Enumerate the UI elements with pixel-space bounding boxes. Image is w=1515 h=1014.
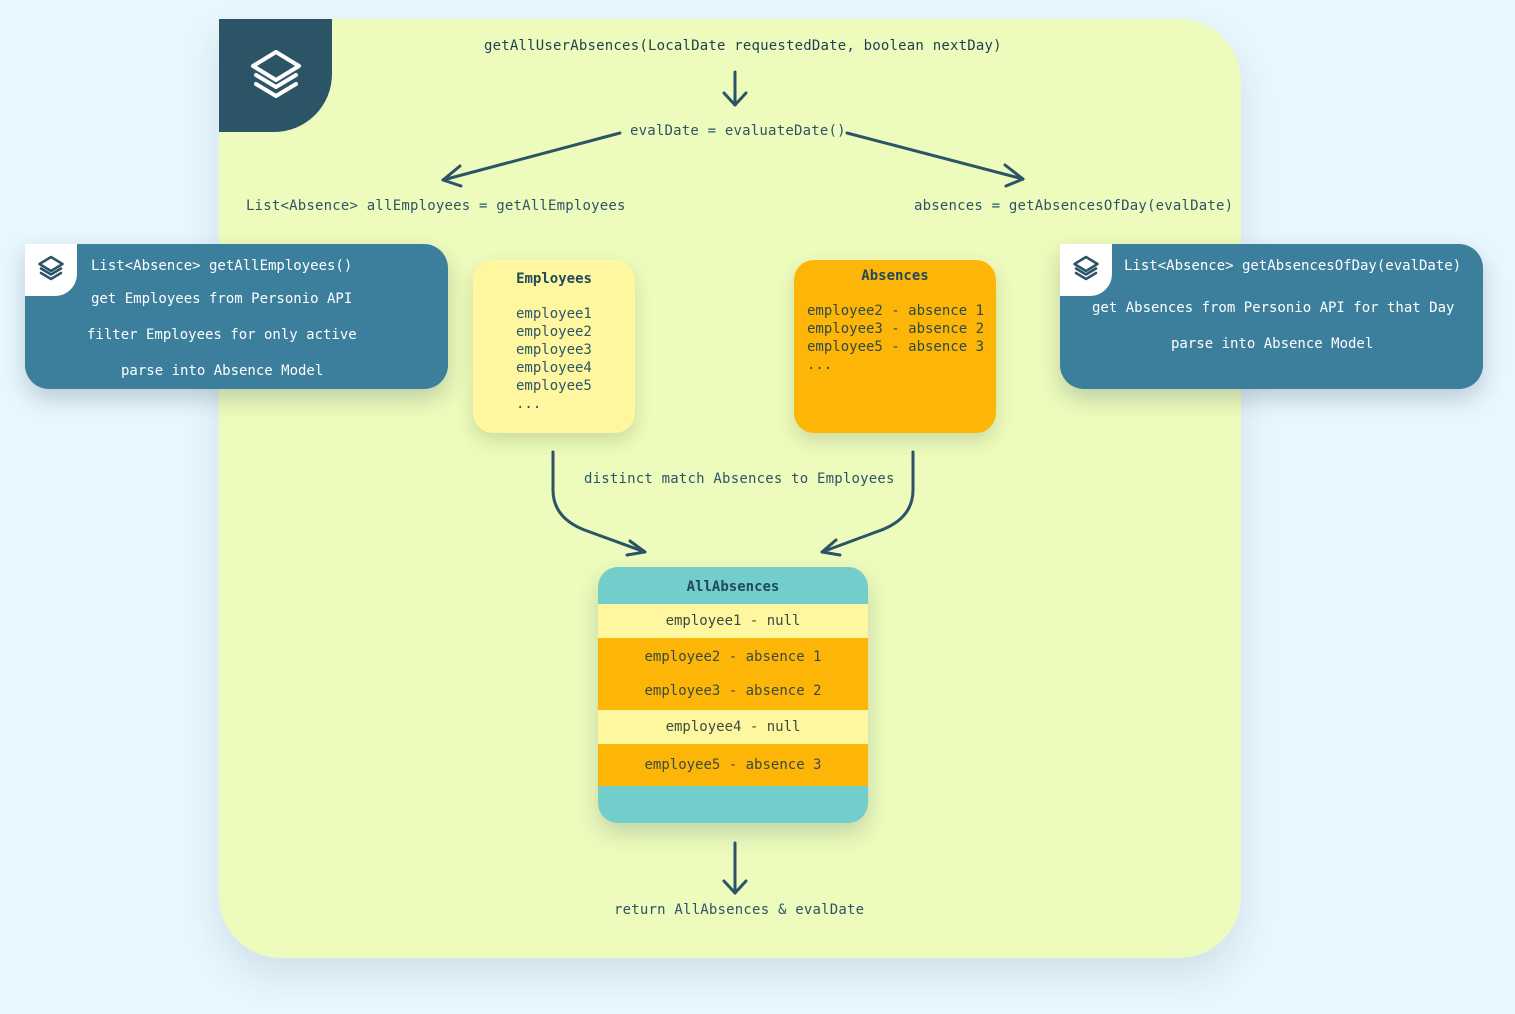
- employee-item: employee1: [516, 306, 592, 322]
- card-line: parse into Absence Model: [1171, 336, 1374, 352]
- absences-title: Absences: [861, 268, 929, 284]
- card-icon-box: [1060, 244, 1112, 296]
- card-icon-box: [25, 244, 77, 296]
- card-line: filter Employees for only active: [87, 327, 357, 343]
- right-assign-label: absences = getAbsencesOfDay(evalDate): [914, 198, 1234, 214]
- absence-item: employee3 - absence 2: [807, 321, 985, 337]
- employee-item: employee2: [516, 324, 592, 340]
- absences-box: Absences employee2 - absence 1 employee3…: [794, 260, 996, 433]
- employee-item: employee4: [516, 360, 592, 376]
- result-row-employee2: employee2 - absence 1: [598, 638, 868, 674]
- entry-method-label: getAllUserAbsences(LocalDate requestedDa…: [484, 38, 1002, 54]
- match-label: distinct match Absences to Employees: [584, 471, 895, 487]
- all-absences-title: AllAbsences: [686, 579, 780, 595]
- result-row-employee5: employee5 - absence 3: [598, 744, 868, 786]
- absence-item: ...: [807, 357, 833, 373]
- absence-item: employee5 - absence 3: [807, 339, 985, 355]
- result-row-employee1: employee1 - null: [598, 604, 868, 638]
- card-line: get Absences from Personio API for that …: [1092, 300, 1455, 316]
- logo-tab: [219, 19, 332, 132]
- layers-icon: [1071, 253, 1101, 287]
- employees-title: Employees: [516, 271, 592, 287]
- eval-date-label: evalDate = evaluateDate(): [630, 123, 846, 139]
- card-line: parse into Absence Model: [121, 363, 324, 379]
- layers-icon: [36, 253, 66, 287]
- layers-icon: [246, 44, 306, 108]
- employee-item: employee5: [516, 378, 592, 394]
- employee-item: employee3: [516, 342, 592, 358]
- all-absences-box: AllAbsences employee1 - null employee2 -…: [598, 567, 868, 823]
- card-title: List<Absence> getAllEmployees(): [91, 258, 353, 274]
- result-row-employee3: employee3 - absence 2: [598, 674, 868, 710]
- card-title: List<Absence> getAbsencesOfDay(evalDate): [1124, 258, 1462, 274]
- card-line: get Employees from Personio API: [91, 291, 353, 307]
- employees-box: Employees employee1 employee2 employee3 …: [473, 260, 635, 433]
- left-assign-label: List<Absence> allEmployees = getAllEmplo…: [246, 198, 626, 214]
- return-label: return AllAbsences & evalDate: [614, 902, 865, 918]
- get-absences-of-day-card: List<Absence> getAbsencesOfDay(evalDate)…: [1060, 244, 1483, 389]
- employee-item: ...: [516, 396, 542, 412]
- result-row-employee4: employee4 - null: [598, 710, 868, 744]
- absence-item: employee2 - absence 1: [807, 303, 985, 319]
- get-all-employees-card: List<Absence> getAllEmployees() get Empl…: [25, 244, 448, 389]
